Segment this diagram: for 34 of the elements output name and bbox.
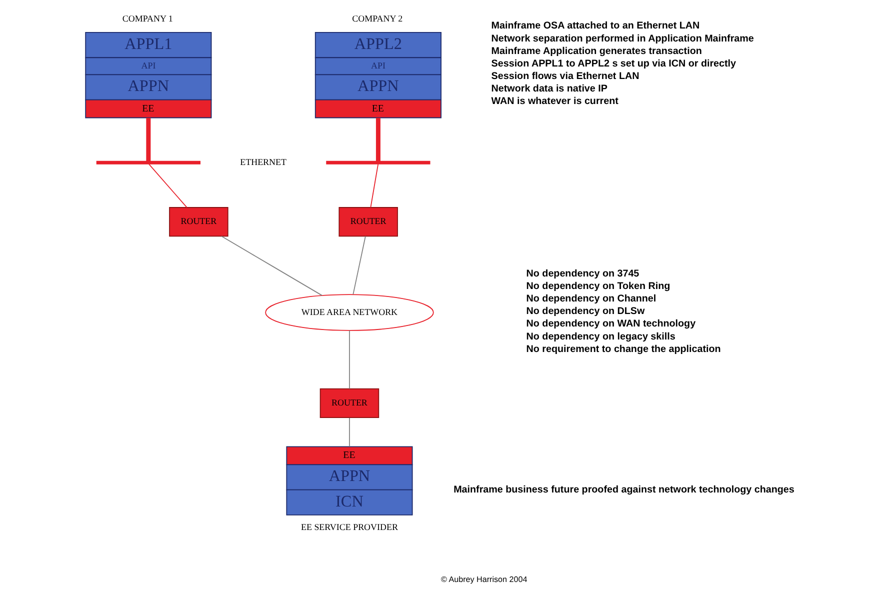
label: No dependency on legacy skills	[526, 331, 675, 342]
label: © Aubrey Harrison 2004	[440, 574, 527, 584]
label: Mainframe Application generates transaction	[490, 46, 702, 57]
connector	[370, 164, 378, 208]
connector	[352, 236, 366, 295]
node-label: EE SERVICE PROVIDER	[300, 522, 398, 532]
label: Network separation performed in Application Mainframe	[490, 33, 754, 44]
node-ellipse: WIDE AREA NETWORK	[264, 294, 434, 331]
label: Network data is native IP	[490, 84, 607, 95]
label: No dependency on WAN technology	[526, 318, 696, 330]
connector	[220, 236, 322, 296]
label: Session APPL1 to APPL2 s set up via ICN or directly	[490, 58, 736, 70]
label: No requirement to change the application	[526, 344, 720, 355]
label: No dependency on 3745	[526, 268, 639, 280]
node-label: COMPANY 2	[352, 14, 402, 24]
node-box: ROUTER	[338, 207, 398, 237]
node-bar	[96, 160, 200, 164]
connector	[148, 164, 187, 208]
label: Session flows via Ethernet LAN	[490, 70, 639, 82]
node-box: ROUTER	[319, 388, 379, 418]
label: No dependency on Token Ring	[526, 281, 670, 292]
label: No dependency on DLSw	[526, 306, 644, 318]
label: No dependency on Channel	[526, 294, 656, 305]
node-box: ROUTER	[168, 207, 228, 237]
connector	[146, 118, 150, 162]
connector	[375, 118, 380, 162]
node-bar	[326, 160, 430, 164]
connector	[348, 417, 350, 446]
node-label: COMPANY 1	[122, 14, 172, 24]
label: Mainframe OSA attached to an Ethernet LAN	[490, 20, 700, 32]
label: Mainframe business future proofed against network technology changes	[453, 484, 794, 496]
label: WAN is whatever is current	[490, 96, 618, 108]
label: ETHERNET	[240, 156, 286, 167]
connector	[348, 330, 350, 390]
